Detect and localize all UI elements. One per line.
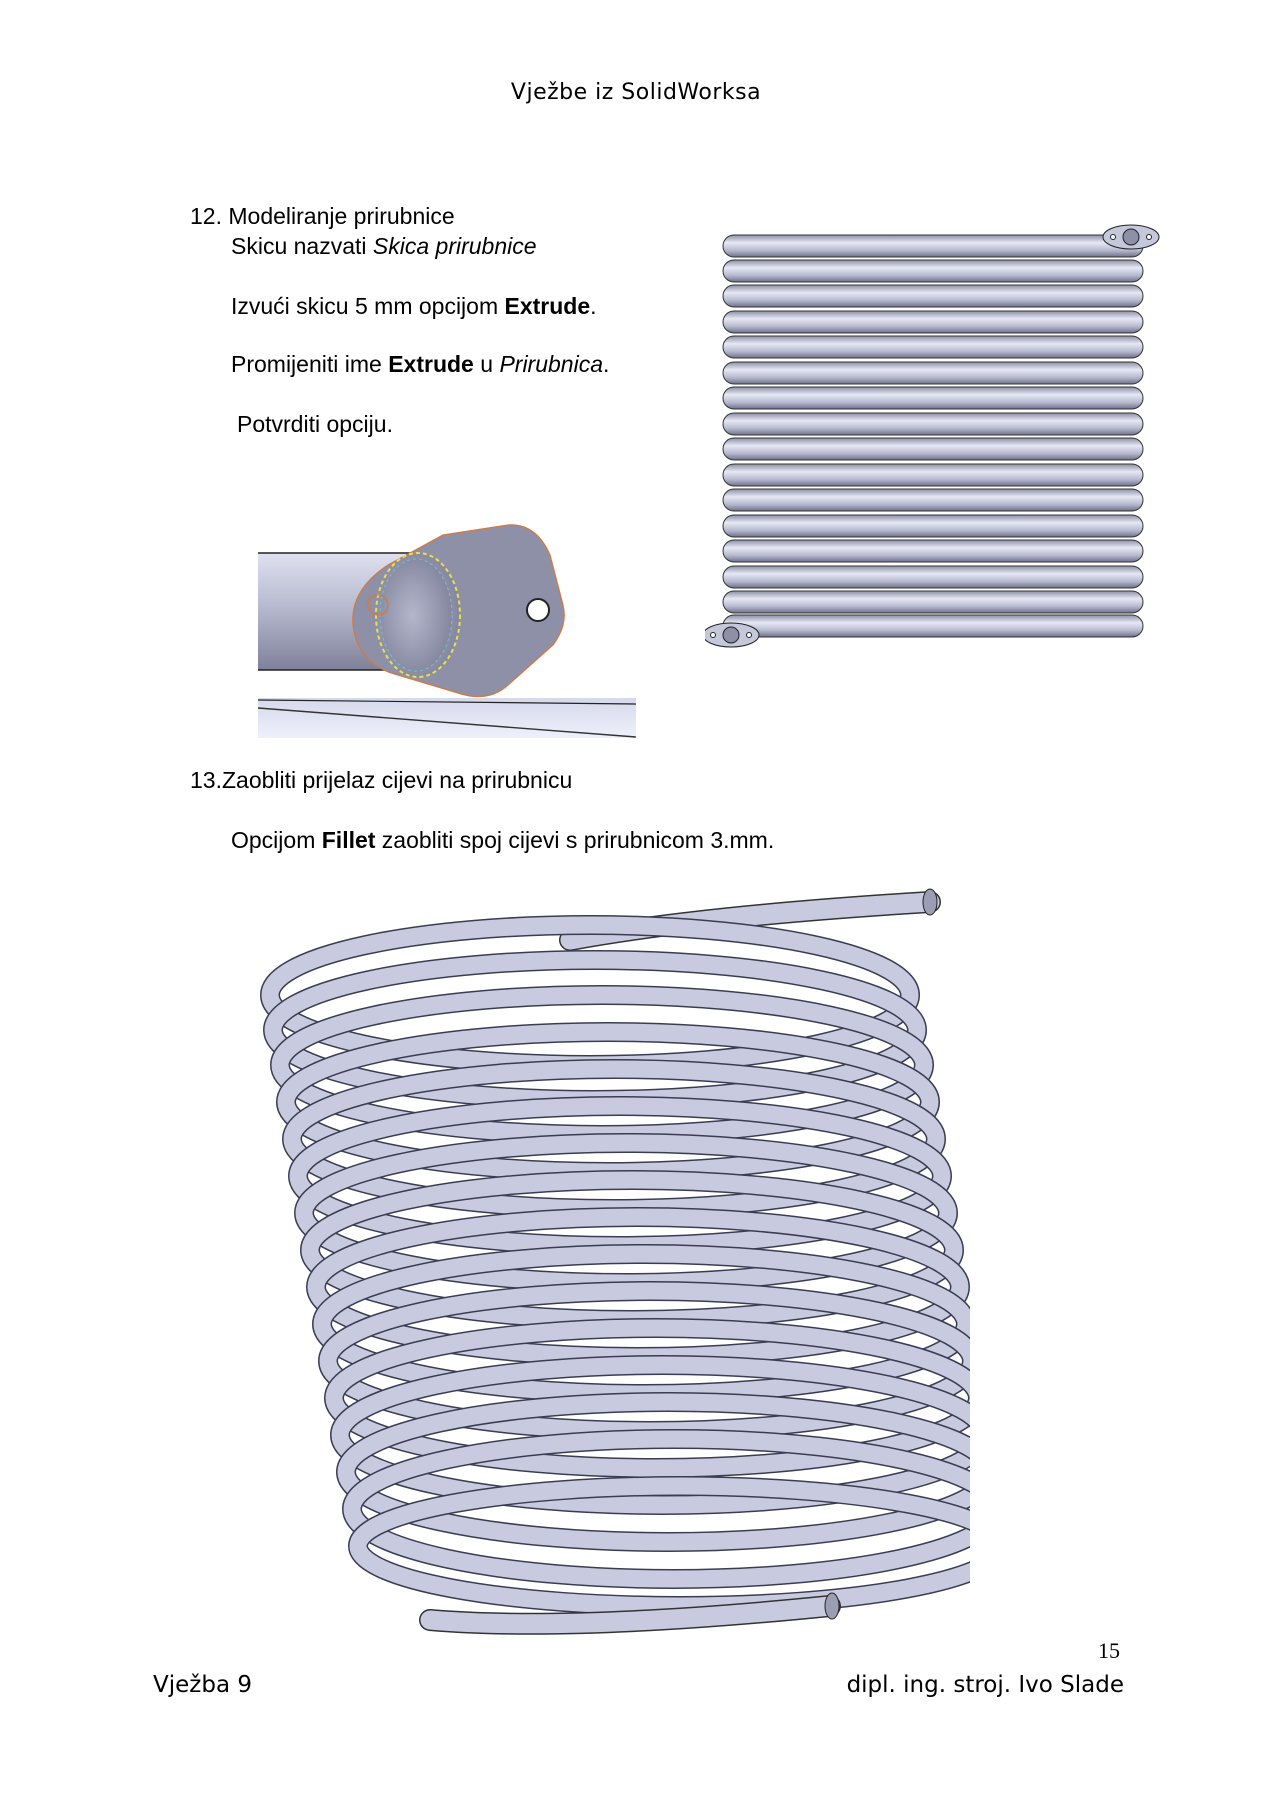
coil-front-view-figure: [705, 224, 1160, 648]
text: .: [590, 293, 597, 319]
step-number: 13.: [190, 767, 222, 793]
flange-bottom: [705, 622, 760, 648]
extrude-term: Extrude: [504, 293, 591, 319]
text: Skicu nazvati: [231, 233, 373, 259]
flange-closeup-figure: [258, 524, 636, 738]
step-13-line-1: Opcijom Fillet zaobliti spoj cijevi s pr…: [231, 826, 774, 854]
flange-top: [1102, 224, 1160, 250]
step-13-heading: 13.Zaobliti prijelaz cijevi na prirubnic…: [190, 766, 572, 794]
text: u: [473, 351, 500, 377]
footer-author: dipl. ing. stroj. Ivo Slade: [846, 1672, 1124, 1698]
text: Izvući skicu 5 mm opcijom: [231, 293, 505, 319]
text: Opcijom: [231, 827, 322, 853]
document-header: Vježbe iz SolidWorksa: [510, 80, 762, 105]
step-12-heading: 12. Modeliranje prirubnice: [190, 202, 455, 230]
step-12-line-3: Promijeniti ime Extrude u Prirubnica.: [231, 350, 609, 378]
text: Promijeniti ime: [231, 351, 389, 377]
text: .: [602, 351, 610, 377]
text: zaobliti spoj cijevi s prirubnicom 3.mm.: [375, 827, 775, 853]
page-number: 15: [1098, 1638, 1120, 1663]
step-12-line-4: Potvrditi opciju.: [237, 411, 393, 437]
step-title: Modeliranje prirubnice: [228, 203, 455, 229]
feature-name: Prirubnica: [499, 351, 603, 377]
extrude-term: Extrude: [388, 351, 474, 377]
coil-isometric-figure: [260, 888, 970, 1635]
sketch-name: Skica prirubnice: [372, 233, 537, 259]
step-12-line-1: Skicu nazvati Skica prirubnice: [231, 232, 537, 260]
step-title: Zaobliti prijelaz cijevi na prirubnicu: [221, 767, 573, 793]
step-12-line-2: Izvući skicu 5 mm opcijom Extrude.: [231, 292, 597, 320]
fillet-term: Fillet: [321, 827, 376, 853]
step-number: 12.: [190, 203, 222, 229]
footer-exercise-label: Vježba 9: [153, 1672, 252, 1698]
